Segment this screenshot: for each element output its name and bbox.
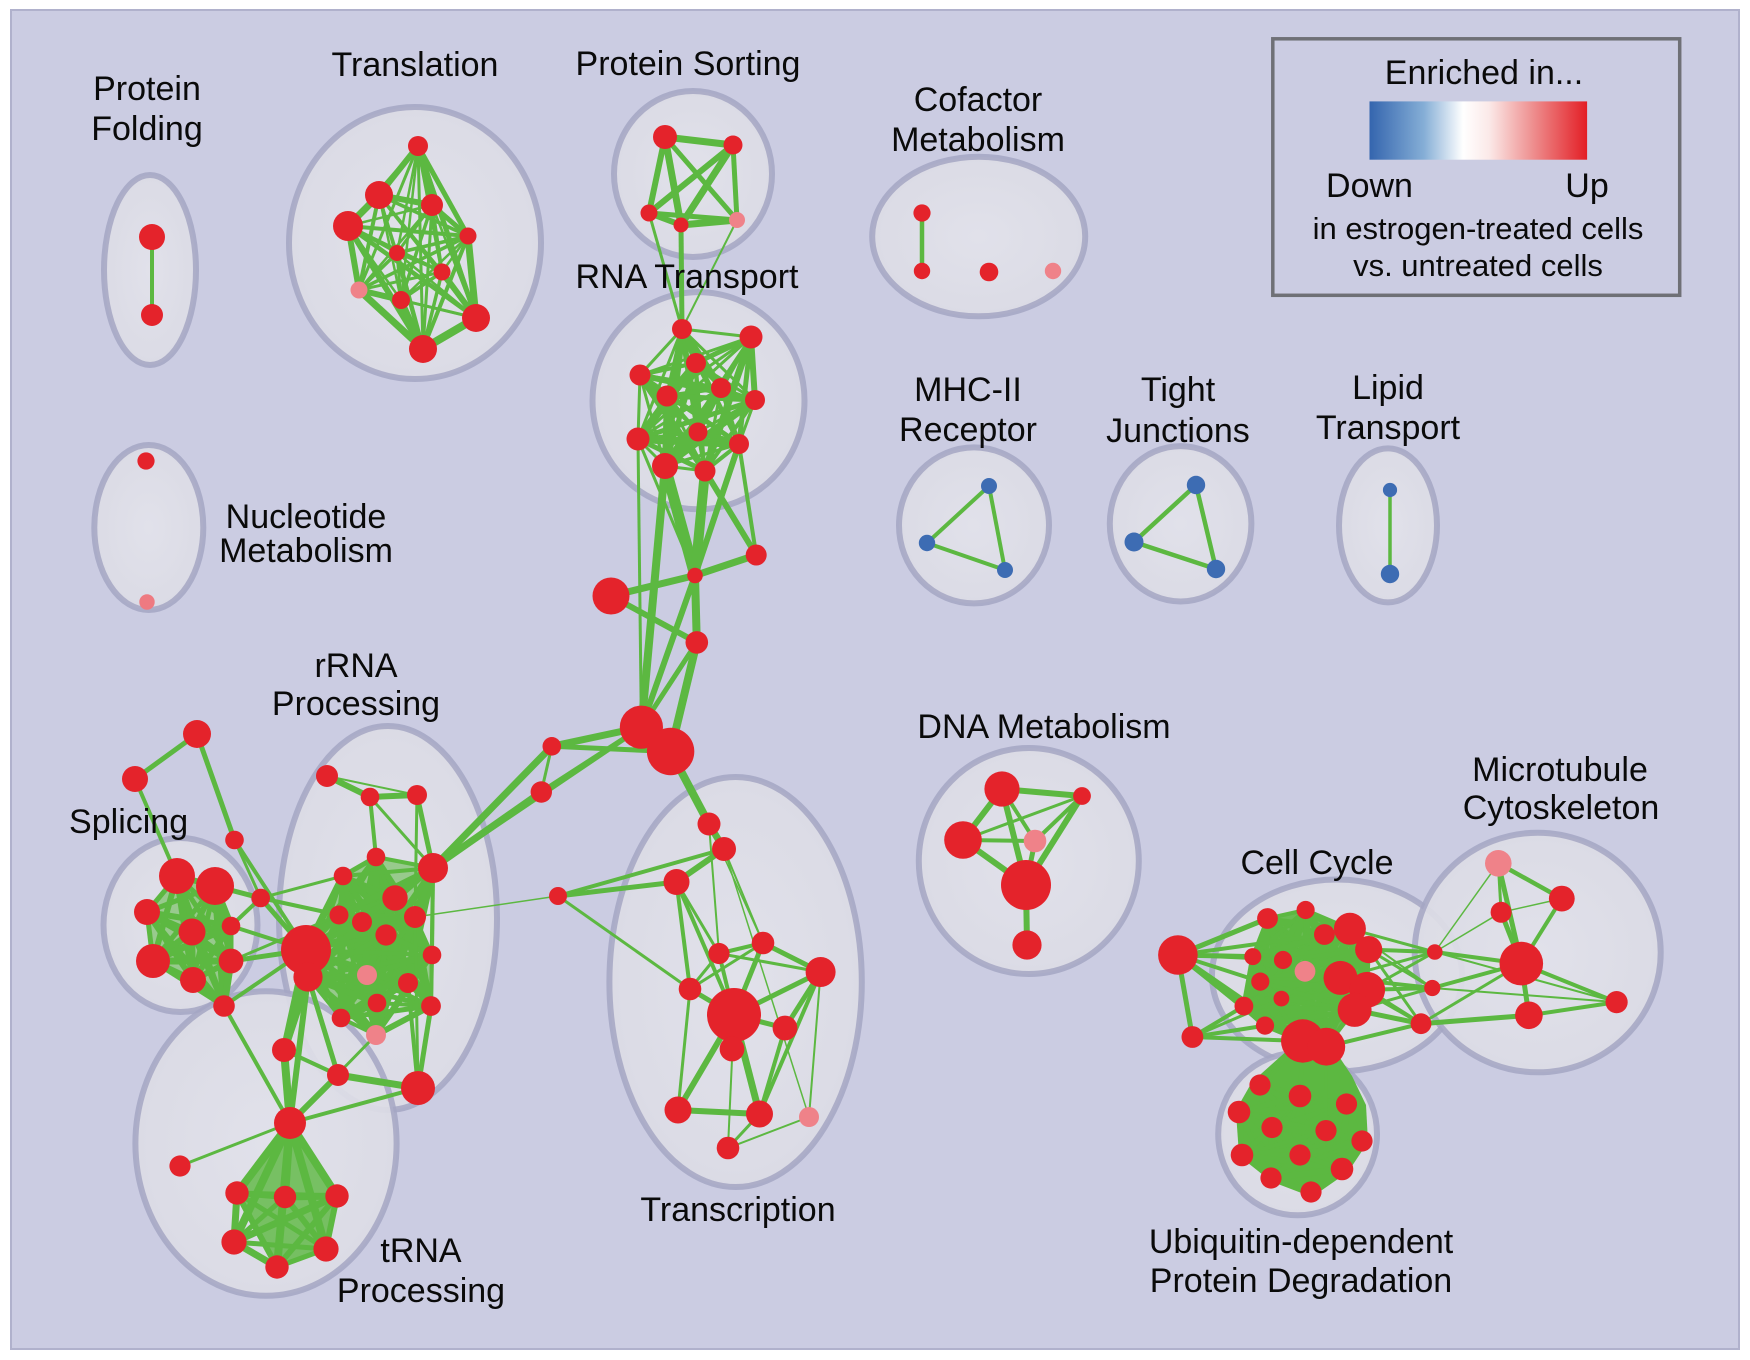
svg-text:Metabolism: Metabolism — [219, 532, 393, 570]
svg-text:Processing: Processing — [337, 1272, 505, 1310]
svg-text:Transport: Transport — [1316, 409, 1461, 447]
svg-text:Transcription: Transcription — [640, 1191, 835, 1229]
svg-text:Folding: Folding — [91, 110, 203, 148]
svg-text:vs. untreated cells: vs. untreated cells — [1353, 248, 1603, 283]
svg-text:Up: Up — [1565, 167, 1608, 205]
svg-text:MHC-II: MHC-II — [914, 371, 1022, 409]
svg-text:Receptor: Receptor — [899, 411, 1037, 449]
svg-text:Protein Degradation: Protein Degradation — [1150, 1262, 1452, 1300]
svg-text:Junctions: Junctions — [1106, 412, 1250, 450]
svg-text:RNA Transport: RNA Transport — [576, 258, 800, 296]
svg-text:Microtubule: Microtubule — [1472, 751, 1648, 789]
svg-text:Lipid: Lipid — [1352, 369, 1424, 407]
svg-text:Protein Sorting: Protein Sorting — [576, 45, 801, 83]
svg-text:Splicing: Splicing — [69, 803, 188, 841]
svg-text:Processing: Processing — [272, 685, 440, 723]
svg-text:Cytoskeleton: Cytoskeleton — [1463, 789, 1660, 827]
svg-text:in estrogen-treated cells: in estrogen-treated cells — [1313, 211, 1644, 246]
svg-text:Nucleotide: Nucleotide — [226, 498, 387, 536]
svg-text:Tight: Tight — [1141, 371, 1216, 409]
svg-text:Down: Down — [1326, 167, 1413, 205]
svg-text:rRNA: rRNA — [314, 647, 397, 685]
svg-text:Cell Cycle: Cell Cycle — [1240, 844, 1393, 882]
svg-text:DNA Metabolism: DNA Metabolism — [917, 708, 1170, 746]
svg-text:Translation: Translation — [332, 46, 499, 84]
svg-text:tRNA: tRNA — [380, 1232, 462, 1270]
svg-text:Protein: Protein — [93, 70, 201, 108]
svg-text:Ubiquitin-dependent: Ubiquitin-dependent — [1149, 1223, 1454, 1261]
svg-text:Metabolism: Metabolism — [891, 121, 1065, 159]
svg-text:Enriched in...: Enriched in... — [1385, 54, 1583, 92]
svg-text:Cofactor: Cofactor — [914, 81, 1043, 119]
